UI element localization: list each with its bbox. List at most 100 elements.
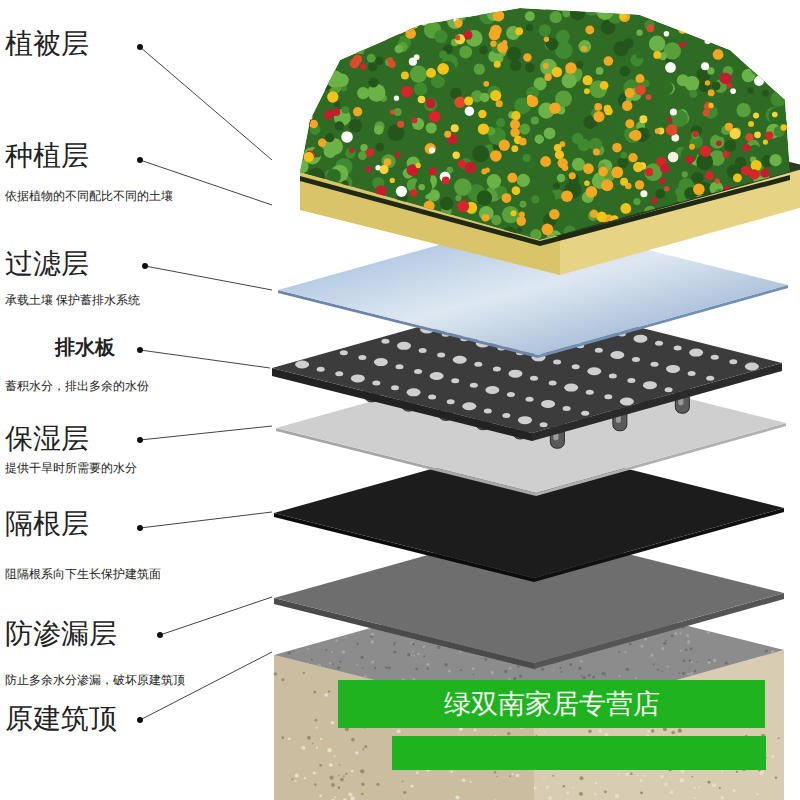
flower — [318, 74, 324, 80]
texture-dot — [682, 672, 685, 675]
texture-dot — [307, 736, 311, 740]
texture-dot — [319, 795, 322, 798]
texture-dot — [282, 736, 285, 739]
leaf — [430, 222, 437, 229]
texture-dot — [338, 786, 341, 789]
texture-dot — [356, 642, 359, 645]
texture-dot — [314, 719, 317, 722]
flower — [527, 96, 538, 107]
leaf — [762, 55, 775, 68]
leaf — [550, 236, 564, 250]
leaf — [596, 67, 604, 75]
leaf — [327, 209, 345, 227]
flower — [611, 166, 623, 178]
flower — [653, 227, 660, 234]
leaf — [424, 98, 437, 111]
texture-dot — [615, 794, 619, 798]
leaf — [310, 206, 317, 213]
leaf — [738, 187, 751, 200]
flower — [581, 46, 587, 52]
flower — [768, 45, 777, 54]
flower — [489, 29, 501, 41]
texture-dot — [448, 669, 451, 672]
texture-dot — [331, 651, 333, 653]
texture-dot — [338, 774, 340, 776]
flower — [523, 53, 531, 61]
leaf — [578, 139, 591, 152]
leaf — [502, 227, 517, 242]
texture-dot — [671, 635, 673, 637]
leaf — [575, 32, 585, 42]
leaf — [550, 11, 562, 23]
flower — [665, 62, 676, 73]
texture-dot — [423, 655, 425, 657]
drain-hole — [595, 348, 603, 353]
drain-hole — [372, 381, 380, 386]
leaf — [715, 33, 728, 46]
flower — [316, 74, 322, 80]
leaf — [715, 189, 724, 198]
drain-hole — [502, 413, 510, 418]
leaf — [525, 11, 535, 21]
drain-hole — [564, 384, 578, 392]
flower — [653, 51, 661, 59]
leaf — [345, 148, 356, 159]
drain-hole — [340, 350, 348, 355]
texture-dot — [635, 677, 637, 679]
leaf — [342, 106, 350, 114]
texture-dot — [694, 670, 697, 673]
leaf — [401, 234, 418, 251]
texture-dot — [690, 672, 693, 675]
flower — [635, 84, 646, 95]
texture-dot — [546, 786, 549, 789]
leaf — [515, 27, 523, 35]
texture-dot — [548, 796, 552, 800]
texture-dot — [647, 730, 650, 733]
texture-dot — [578, 667, 581, 670]
flower — [371, 25, 381, 35]
flower — [454, 19, 462, 27]
texture-dot — [580, 776, 584, 780]
drain-hole — [655, 341, 663, 346]
texture-dot — [630, 772, 632, 774]
leaf — [772, 31, 783, 42]
flower — [713, 23, 720, 30]
texture-dot — [364, 675, 367, 678]
texture-dot — [661, 670, 663, 672]
flower — [596, 212, 606, 222]
layer-name: 防渗漏层 — [5, 618, 117, 650]
texture-dot — [330, 776, 334, 780]
flower — [353, 55, 362, 64]
leaf — [325, 133, 334, 142]
texture-dot — [343, 798, 347, 800]
drain-hole — [711, 355, 719, 360]
leaf — [477, 190, 492, 205]
flower — [360, 64, 366, 70]
texture-dot — [719, 787, 721, 789]
texture-dot — [496, 776, 498, 778]
leaf — [562, 73, 577, 88]
drain-hole — [428, 394, 436, 399]
texture-dot — [307, 647, 309, 649]
texture-dot — [640, 791, 643, 794]
flower — [329, 198, 336, 205]
leaf — [609, 239, 618, 248]
texture-dot — [687, 673, 690, 676]
texture-dot — [470, 781, 472, 783]
texture-dot — [736, 771, 738, 773]
flower — [745, 133, 753, 141]
texture-dot — [694, 797, 696, 799]
drain-hole — [396, 364, 404, 369]
drain-hole — [745, 363, 759, 371]
texture-dot — [592, 676, 595, 679]
leaf — [725, 216, 740, 231]
texture-dot — [474, 729, 477, 732]
leaf — [762, 0, 775, 13]
leaf — [638, 236, 645, 243]
flower — [682, 18, 689, 25]
leaf — [353, 225, 365, 237]
texture-dot — [462, 779, 466, 783]
leaf — [443, 227, 458, 242]
flower — [414, 54, 420, 60]
leader-line — [140, 512, 272, 528]
